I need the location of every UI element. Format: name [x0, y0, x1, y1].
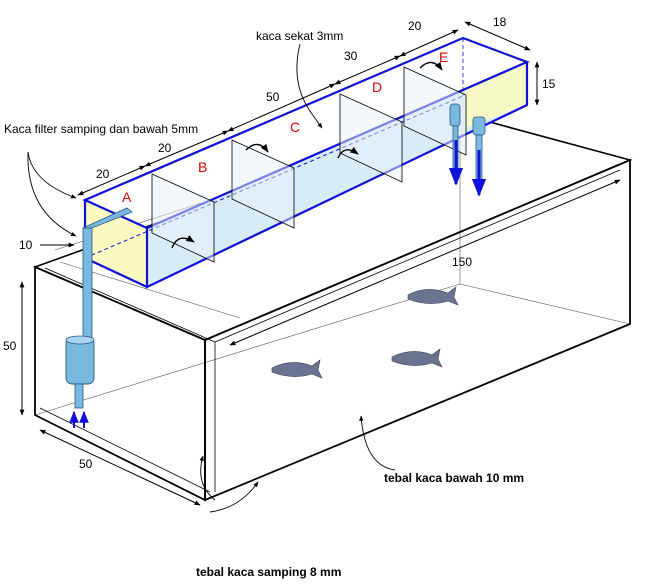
filter-glass-label: Kaca filter samping dan bawah 5mm [4, 122, 198, 136]
tank-side-face [34, 265, 206, 502]
dim-filter-c: 50 [266, 90, 280, 104]
fish-icon [271, 359, 323, 379]
section-label-e: E [439, 49, 448, 65]
dim-filter-b: 20 [158, 141, 172, 155]
dim-filter-a: 20 [96, 167, 110, 181]
section-label-d: D [372, 79, 382, 95]
flow-arrow-c-up [245, 143, 269, 153]
intake-pipe [65, 207, 133, 428]
bottom-glass-label: tebal kaca bawah 10 mm [384, 471, 524, 485]
dim-filter-d: 30 [344, 49, 358, 63]
filter-dimension-lines [77, 21, 540, 196]
outlet-pipes [448, 103, 487, 197]
fish-icon [407, 286, 459, 306]
outlet-arrow-icon [448, 140, 487, 197]
section-label-c: C [290, 119, 300, 135]
section-label-a: A [122, 189, 132, 205]
partition-glass-label: kaca sekat 3mm [256, 29, 343, 43]
section-label-b: B [198, 159, 207, 175]
intake-arrow-icon [69, 410, 89, 428]
flow-arrow-c-down [337, 146, 359, 159]
dim-filter-offset: 10 [19, 238, 33, 252]
dim-tank-length: 150 [452, 255, 472, 269]
dim-tank-depth: 50 [79, 457, 93, 471]
filter-partitions [151, 66, 467, 263]
leader-lines [27, 43, 396, 513]
side-glass-label: tebal kaca samping 8 mm [196, 565, 341, 579]
dim-filter-height: 15 [542, 77, 556, 91]
flow-arrow-e [419, 61, 443, 71]
tank-dimension-lines [19, 179, 621, 506]
flow-arrows [171, 61, 443, 249]
flow-arrow-b [171, 235, 195, 249]
fish-group [271, 286, 459, 379]
fish-icon [391, 348, 443, 368]
pump-body [65, 337, 95, 385]
filter-media-e [465, 62, 527, 128]
dim-tank-height: 50 [3, 339, 17, 353]
dim-filter-e: 20 [408, 19, 422, 33]
top-filter-box [82, 36, 530, 289]
dim-filter-depth: 18 [493, 15, 507, 29]
